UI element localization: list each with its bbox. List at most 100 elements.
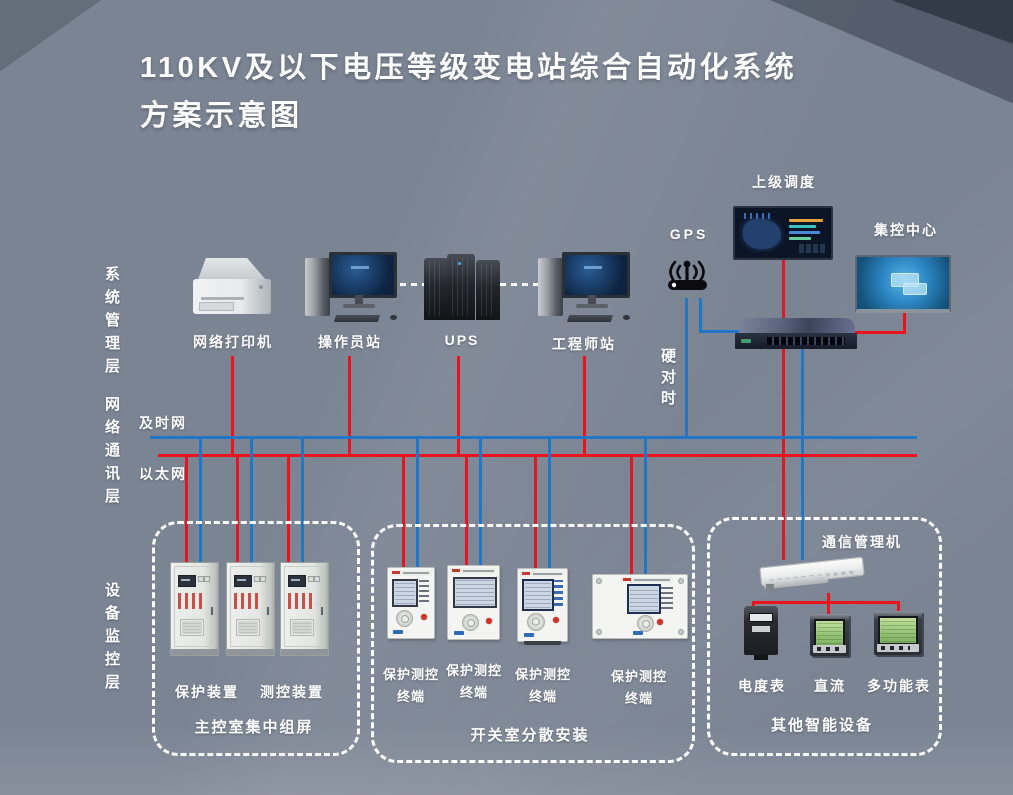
protection-terminal-4-image xyxy=(592,574,688,639)
cabinet-switch-b xyxy=(204,576,210,582)
dispatch-monitor-image xyxy=(733,206,833,260)
page-title-line2: 方案示意图 xyxy=(140,100,303,132)
terminal-screen xyxy=(627,584,661,614)
energy-meter-image xyxy=(744,606,778,660)
engineer-station-image xyxy=(538,252,630,324)
cabinet-buttons xyxy=(178,593,204,609)
terminal3-label-line2: 终端 xyxy=(528,689,558,704)
ups-led xyxy=(458,262,461,265)
cabinet-display xyxy=(234,575,252,587)
wire-red-meter2-drop xyxy=(827,601,830,616)
cabinet-switch-b xyxy=(314,576,320,582)
wire-red-cabinet3-drop xyxy=(287,455,290,563)
time-net-bus-line xyxy=(150,436,917,439)
cabinet-handle xyxy=(321,607,323,615)
wire-red-printer-drop xyxy=(231,356,234,457)
switch-room-box-title: 开关室分散安装 xyxy=(470,727,590,744)
printer-body xyxy=(193,279,271,314)
terminal2-label-line1: 保护测控 xyxy=(445,663,503,678)
dc-meter-label: 直流 xyxy=(814,678,846,694)
operator-tower xyxy=(305,258,330,316)
main-control-box-title: 主控室集中组屏 xyxy=(194,719,314,736)
dc-meter-image xyxy=(810,614,849,656)
operator-monitor-base xyxy=(343,304,375,308)
wire-red-terminal2-drop xyxy=(465,455,468,566)
terminal-screw xyxy=(678,578,684,584)
control-center-monitor-image xyxy=(855,255,951,313)
protection-terminal-1-image xyxy=(387,567,435,639)
wire-blue-terminal3-drop xyxy=(548,437,551,569)
energy-meter-nameplate xyxy=(752,626,770,632)
operator-station-image xyxy=(305,252,397,324)
wire-red-terminal1-drop xyxy=(402,455,405,568)
cabinet-handle xyxy=(211,607,213,615)
dispatch-bar-orange xyxy=(789,219,823,222)
wire-red-terminal4-drop xyxy=(630,455,633,575)
ethernet-bus-line xyxy=(158,454,917,457)
layer-label-device-monitoring: 设备监控层 xyxy=(103,582,120,697)
operator-mouse xyxy=(390,315,397,320)
page-title-line1: 110KV及以下电压等级变电站综合自动化系统 xyxy=(140,52,798,84)
multifunction-meter-screen xyxy=(878,616,918,645)
operator-monitor-stand xyxy=(355,295,363,304)
energy-meter-label: 电度表 xyxy=(738,678,786,694)
cabinet-protection-2 xyxy=(226,562,275,656)
protection-device-label: 保护装置 xyxy=(175,684,239,700)
group-box-switch-room xyxy=(371,524,695,763)
engineer-screen xyxy=(565,255,627,295)
wire-red-control-center-vertical xyxy=(903,311,906,334)
wire-blue-cabinet3-drop xyxy=(301,437,304,563)
terminal-title-line xyxy=(403,572,429,574)
terminal-keypad xyxy=(637,615,654,632)
protection-terminal-3-image xyxy=(517,568,568,645)
cabinet-door xyxy=(230,566,267,647)
cabinet-switch-b xyxy=(260,576,266,582)
layer-label-network-comm: 网络通讯层 xyxy=(103,396,120,511)
cabinet-vent xyxy=(290,619,314,636)
wire-blue-cabinet1-drop xyxy=(199,437,202,563)
terminal-header xyxy=(621,577,673,583)
comm-manager-label: 通信管理机 xyxy=(822,534,902,550)
terminal1-label-line2: 终端 xyxy=(396,689,426,704)
multifunction-meter-buttons xyxy=(877,644,919,652)
wire-blue-terminal1-drop xyxy=(416,437,419,568)
engineer-tower xyxy=(538,258,563,316)
terminal-header xyxy=(390,570,432,576)
cabinet-display xyxy=(178,575,196,587)
terminal-logo xyxy=(522,572,530,575)
ups-tower-middle xyxy=(447,254,475,320)
cabinet-base xyxy=(227,649,274,655)
switch-front-face xyxy=(735,333,857,349)
terminal-brand-mark xyxy=(633,631,643,635)
bus-label-time-net: 及时网 xyxy=(139,415,187,431)
ups-tower-right xyxy=(476,260,500,320)
terminal-title-line xyxy=(463,570,494,572)
wire-blue-terminal4-drop xyxy=(644,437,647,575)
wire-blue-gps-elbow-horizontal xyxy=(699,330,739,333)
measure-device-label: 测控装置 xyxy=(260,684,324,700)
energy-meter-display xyxy=(749,613,773,622)
network-switch-image xyxy=(735,318,857,350)
group-box-other-devices xyxy=(707,517,942,756)
printer-lid xyxy=(197,258,267,281)
dispatch-label: 上级调度 xyxy=(752,174,816,190)
ups-tower-left xyxy=(424,258,448,320)
terminal-brand-mark xyxy=(524,633,534,637)
dashed-link-ups-engineer xyxy=(500,283,542,286)
terminal4-label-line2: 终端 xyxy=(624,691,654,706)
dispatch-bar-green xyxy=(789,237,811,240)
terminal-screen xyxy=(453,577,497,608)
terminal1-label-line1: 保护测控 xyxy=(382,667,440,682)
terminal-logo xyxy=(623,578,631,581)
energy-meter-tab xyxy=(754,655,768,660)
comm-manager-image xyxy=(759,554,866,596)
printer-tray xyxy=(199,301,234,312)
cabinet-vent xyxy=(236,619,260,636)
multifunction-meter-image xyxy=(874,611,922,655)
cabinet-buttons xyxy=(234,593,260,609)
wire-red-comm-stub xyxy=(827,593,830,604)
wire-red-meter-bus xyxy=(752,601,900,604)
dispatch-bar-blue xyxy=(789,231,820,234)
wire-red-control-center-horizontal xyxy=(855,331,906,334)
bus-label-ethernet: 以太网 xyxy=(139,466,187,482)
